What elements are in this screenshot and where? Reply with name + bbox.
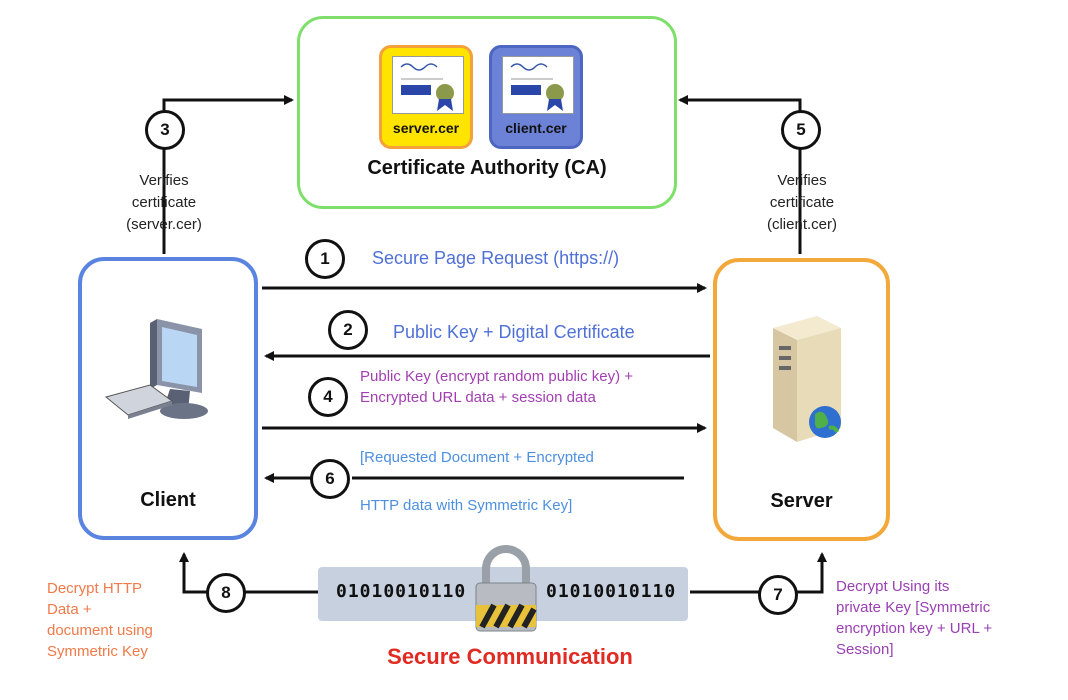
server-icon (773, 316, 841, 442)
server-title: Server (770, 490, 833, 512)
step-6-label-bottom: HTTP data with Symmetric Key] (360, 497, 573, 514)
server-certificate: server.cer (379, 45, 473, 149)
step-1-circle: 1 (305, 239, 345, 279)
client-title: Client (140, 489, 196, 511)
step-6-circle: 6 (310, 459, 350, 499)
step-1-label: Secure Page Request (https://) (372, 248, 620, 268)
client-certificate: client.cer (489, 45, 583, 149)
arrow-8 (179, 552, 318, 594)
certificate-paper-icon (392, 56, 464, 114)
binary-right: 01010010110 (546, 581, 677, 602)
step-6-label-top: [Requested Document + Encrypted (360, 449, 594, 466)
step-8-circle: 8 (206, 573, 246, 613)
ca-title: Certificate Authority (CA) (367, 157, 607, 179)
computer-icon (104, 319, 208, 419)
client-box: Client (78, 257, 258, 540)
step-2-label: Public Key + Digital Certificate (393, 322, 635, 342)
step-4-label: Public Key (encrypt random public key) +… (360, 368, 634, 406)
client-cert-label: client.cer (505, 120, 567, 136)
step-4-circle: 4 (308, 377, 348, 417)
step-5-circle: 5 (781, 110, 821, 150)
arrow-5 (678, 95, 802, 254)
server-box: Server (713, 258, 890, 541)
padlock-icon (475, 545, 537, 632)
certificate-authority-box: server.cer client.cer Certificate Author… (297, 16, 677, 209)
arrow-7 (690, 552, 827, 594)
secure-communication-title: Secure Communication (387, 644, 633, 669)
step-3-circle: 3 (145, 110, 185, 150)
server-cert-label: server.cer (392, 120, 460, 136)
step-2-circle: 2 (328, 310, 368, 350)
binary-left: 01010010110 (336, 581, 467, 602)
certificate-paper-icon (502, 56, 574, 114)
step-7-circle: 7 (758, 575, 798, 615)
arrow-3 (162, 95, 294, 254)
